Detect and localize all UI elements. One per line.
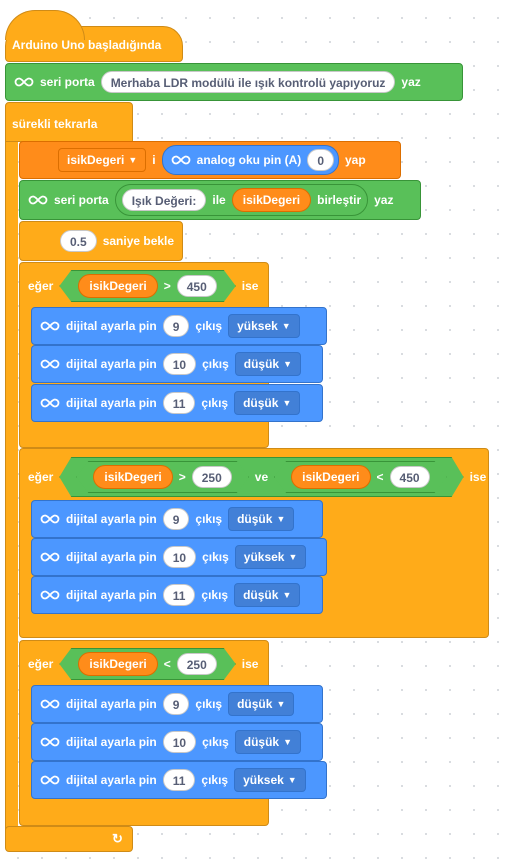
arduino-infinity-icon [40,737,60,747]
arduino-infinity-icon [40,398,60,408]
forever-block-left-arm [5,140,18,830]
digital-write-block[interactable]: dijital ayarla pin 10 çıkış düşük▼ [31,723,323,761]
forever-label: sürekli tekrarla [12,117,98,131]
dropdown-triangle-icon: ▼ [281,321,291,331]
analog-read-label: analog oku pin (A) [196,153,302,167]
digital-write-block[interactable]: dijital ayarla pin 11 çıkış düşük▼ [31,384,323,422]
dropdown-triangle-icon: ▼ [283,737,293,747]
pin-state-dropdown[interactable]: düşük▼ [228,507,295,531]
digital-write-block[interactable]: dijital ayarla pin 11 çıkış düşük▼ [31,576,323,614]
arduino-infinity-icon [40,775,60,785]
pin-state-dropdown[interactable]: düşük▼ [228,692,295,716]
pin-state-dropdown[interactable]: düşük▼ [234,352,302,376]
loop-arrow-icon: ↻ [112,831,123,846]
dropdown-triangle-icon: ▼ [128,155,138,165]
hat-cap [5,10,85,40]
dropdown-triangle-icon: ▼ [283,359,293,369]
arduino-infinity-icon [40,321,60,331]
pin-state-dropdown[interactable]: yüksek▼ [234,545,307,569]
dropdown-triangle-icon: ▼ [287,775,297,785]
comparison-gt[interactable]: isikDegeri > 450 [59,270,235,302]
arduino-infinity-icon [40,590,60,600]
serial-print-block-1[interactable]: seri porta Merhaba LDR modülü ile ışık k… [5,63,463,101]
digital-write-block[interactable]: dijital ayarla pin 10 çıkış düşük▼ [31,345,323,383]
digital-write-block[interactable]: dijital ayarla pin 9 çıkış düşük▼ [31,500,323,538]
wait-block[interactable]: 0.5 saniye bekle [19,221,183,261]
set-variable-block[interactable]: isikDegeri ▼ i analog oku pin (A) 0 yap [19,141,401,179]
pin-state-dropdown[interactable]: düşük▼ [234,583,301,607]
pin-state-dropdown[interactable]: yüksek▼ [228,314,300,338]
forever-block-bottom[interactable]: ↻ [5,826,133,852]
join-text-input[interactable]: Işık Değeri: [121,189,207,211]
dropdown-triangle-icon: ▼ [282,590,292,600]
digital-write-block[interactable]: dijital ayarla pin 11 çıkış yüksek▼ [31,761,327,799]
digital-write-block[interactable]: dijital ayarla pin 10 çıkış yüksek▼ [31,538,327,576]
comparison-gt: isikDegeri > 250 [76,461,248,493]
arduino-infinity-icon [40,699,60,709]
dropdown-triangle-icon: ▼ [276,699,286,709]
digital-write-block[interactable]: dijital ayarla pin 9 çıkış yüksek▼ [31,307,327,345]
forever-block-top[interactable]: sürekli tekrarla [5,102,133,142]
arduino-infinity-icon [40,514,60,524]
arduino-infinity-icon [14,77,34,87]
variable-dropdown[interactable]: isikDegeri ▼ [58,148,147,172]
pin-state-dropdown[interactable]: düşük▼ [234,730,302,754]
and-operator[interactable]: isikDegeri > 250 ve isikDegeri < 450 [59,457,463,497]
dropdown-triangle-icon: ▼ [288,552,298,562]
hat-label-overlay: Arduino Uno başladığında [12,38,162,52]
arduino-infinity-icon [40,552,60,562]
serial-text-input[interactable]: Merhaba LDR modülü ile ışık kontrolü yap… [100,71,396,93]
arduino-infinity-icon [171,155,191,165]
wait-seconds-input[interactable]: 0.5 [60,230,97,252]
serial-print-block-2[interactable]: seri porta Işık Değeri: ile isikDegeri b… [19,180,421,220]
pin-state-dropdown[interactable]: düşük▼ [234,391,301,415]
digital-write-block[interactable]: dijital ayarla pin 9 çıkış düşük▼ [31,685,323,723]
comparison-lt: isikDegeri < 450 [274,461,446,493]
dropdown-triangle-icon: ▼ [282,398,292,408]
variable-reporter[interactable]: isikDegeri [231,188,312,212]
analog-pin-input[interactable]: 0 [307,149,334,171]
arduino-infinity-icon [28,195,48,205]
arduino-infinity-icon [40,359,60,369]
dropdown-triangle-icon: ▼ [276,514,286,524]
comparison-lt[interactable]: isikDegeri < 250 [59,648,235,680]
pin-state-dropdown[interactable]: yüksek▼ [234,768,306,792]
